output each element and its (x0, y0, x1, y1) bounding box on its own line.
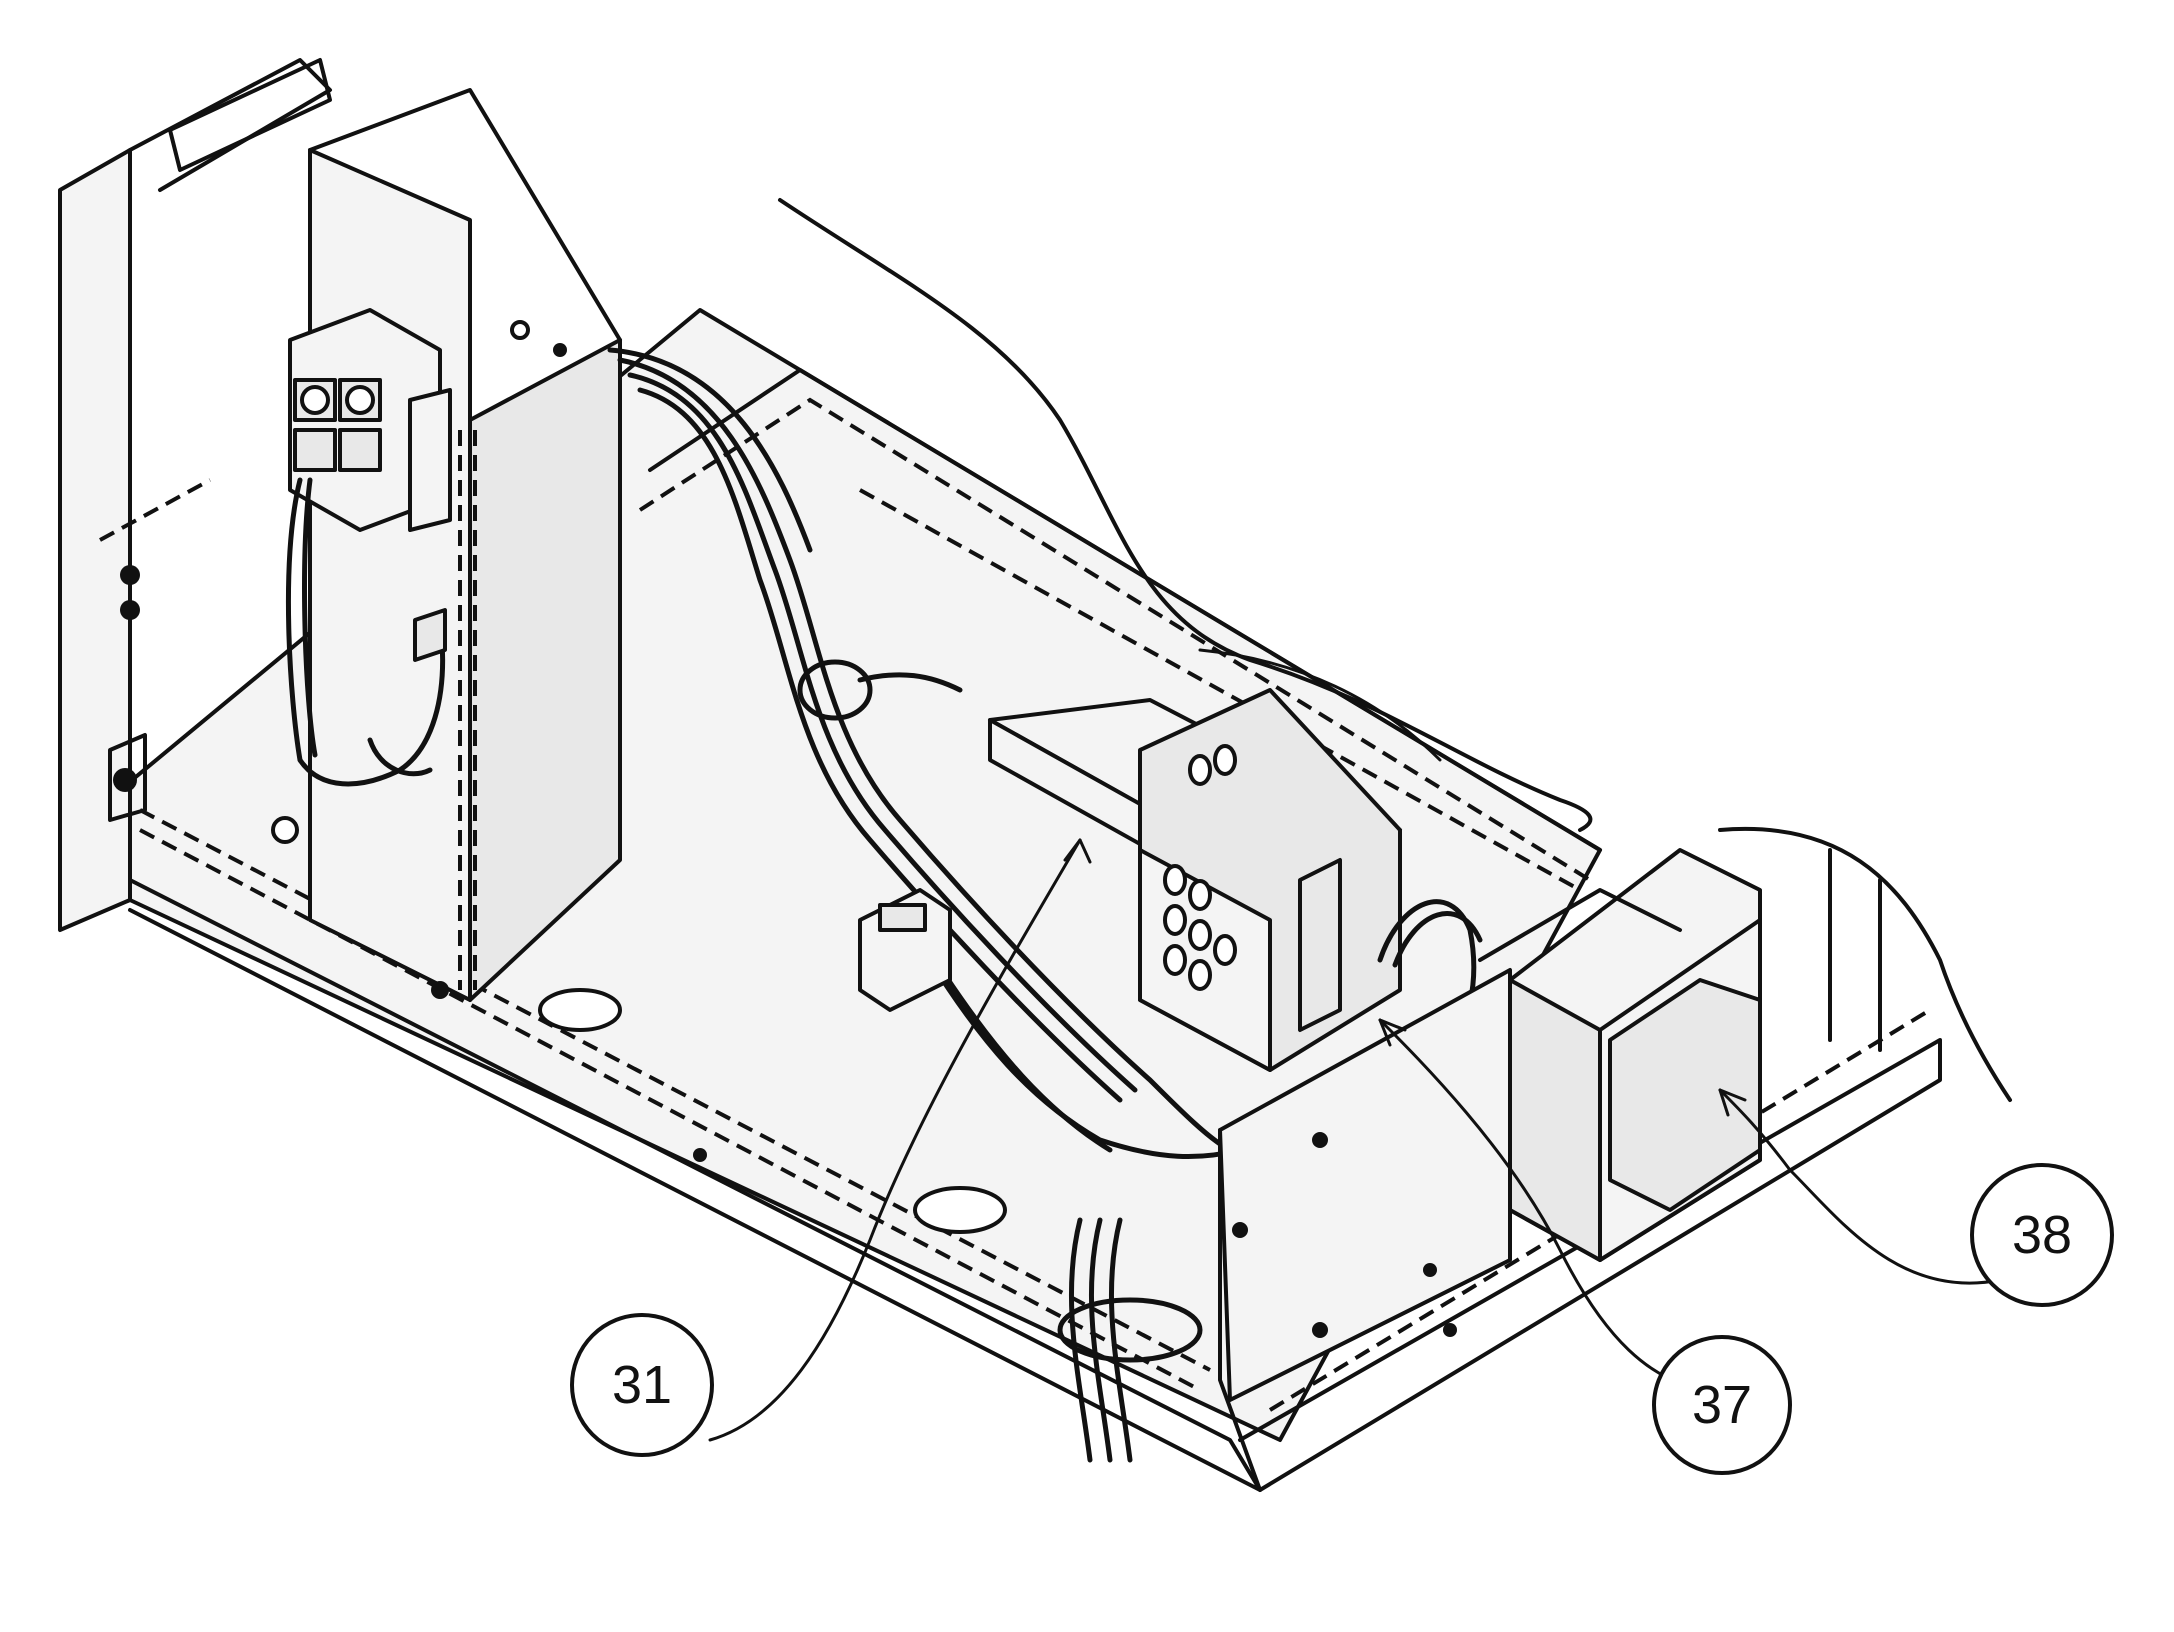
callout-38: 38 (1970, 1163, 2114, 1307)
callout-31: 31 (570, 1313, 714, 1457)
leader-line-37 (1378, 1018, 1722, 1392)
component-vent-slots (1163, 744, 1237, 991)
right-end-bracket (1218, 968, 1608, 1492)
left-panel-wiring (285, 477, 447, 787)
callout-37: 37 (1652, 1335, 1792, 1475)
callout-38-label: 38 (2012, 1205, 2072, 1265)
base-hole-center (913, 1186, 1007, 1234)
left-partition-panel (271, 88, 622, 1002)
callout-37-label: 37 (1692, 1375, 1752, 1435)
terminal-block (288, 308, 452, 532)
main-wire-harness (607, 347, 1243, 1463)
transformer-component (1478, 848, 1762, 1262)
base-hole-left (538, 988, 622, 1032)
leader-line-31 (708, 838, 1082, 1442)
leader-lines (708, 838, 2002, 1442)
callout-31-label: 31 (612, 1355, 672, 1415)
leader-line-38 (1718, 1088, 2002, 1285)
rear-wall-outline (778, 198, 2012, 1102)
left-side-wall (58, 58, 332, 932)
center-relay-component (988, 688, 1483, 1072)
plug-connector (858, 888, 952, 1012)
